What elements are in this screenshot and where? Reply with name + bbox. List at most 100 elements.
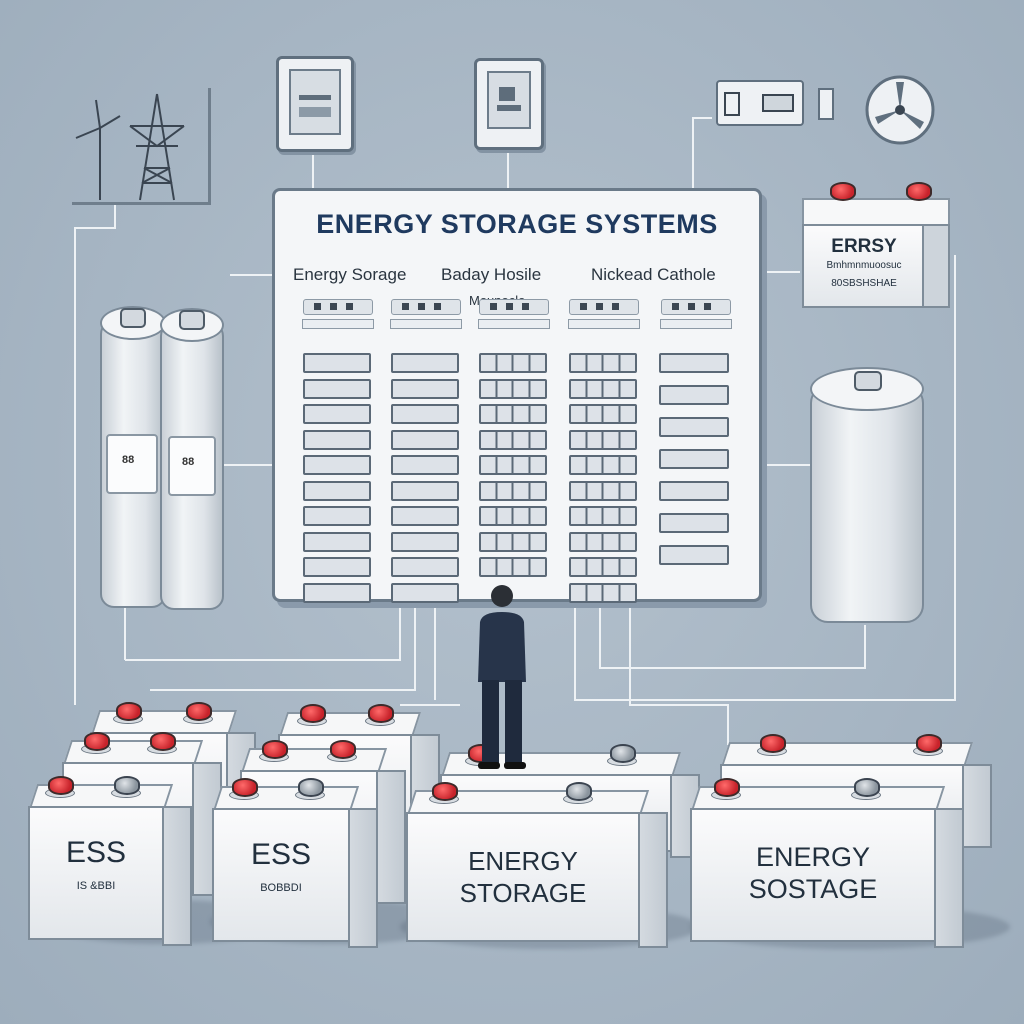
battery-cell <box>303 455 371 475</box>
battery-cell <box>303 429 371 450</box>
cylinder-label-right: 88 <box>182 456 195 468</box>
terminal-negative <box>298 778 324 797</box>
wire-left-outer <box>74 205 116 705</box>
terminal-positive <box>48 776 74 795</box>
terminal-positive <box>84 732 110 751</box>
terminal-positive <box>432 782 458 801</box>
terminal-positive <box>368 704 394 723</box>
battery-cell <box>303 582 371 603</box>
terminal-positive <box>760 734 786 753</box>
terminal-positive <box>262 740 288 759</box>
wire-left-inner <box>124 600 401 661</box>
module-tray <box>660 319 732 329</box>
battery-cell <box>303 480 371 501</box>
terminal-positive <box>186 702 212 721</box>
battery-sublabel: BOBBDI <box>260 882 302 894</box>
control-box-icon <box>716 80 804 126</box>
wind-turbine-icon <box>75 99 121 200</box>
battery-cell <box>391 378 459 399</box>
module-tray <box>568 319 640 329</box>
right-top-battery: ERRSY Bmhmnmuoosuc 80SBSHSHAE <box>802 182 950 308</box>
power-tower-icon <box>129 93 185 201</box>
switch-icon <box>818 88 834 120</box>
terminal-positive <box>830 182 856 201</box>
battery-label-line2: SOSTAGE <box>748 874 878 904</box>
battery-cell <box>303 506 371 526</box>
battery-cell <box>391 506 459 526</box>
battery-cell <box>391 582 459 603</box>
battery-cell <box>659 481 729 501</box>
column-label-energy-storage: Energy Sorage <box>293 265 407 284</box>
battery-label-sub: Bmhmnmuoosuc <box>826 260 902 271</box>
battery-label: ENERGY <box>468 846 578 876</box>
wire-left-low <box>150 600 416 691</box>
column-label-battery-module: Baday Hosile <box>441 265 542 284</box>
wire-right-inner <box>599 600 866 669</box>
terminal-positive <box>714 778 740 797</box>
module-tray <box>478 319 550 329</box>
battery-cell <box>391 455 459 475</box>
battery-cell <box>303 557 371 577</box>
battery-cell <box>479 429 547 450</box>
terminal-negative <box>610 744 636 763</box>
wire-box-panel <box>692 117 712 190</box>
battery-cell <box>569 582 637 603</box>
terminal-negative <box>114 776 140 795</box>
cylinder-battery-large <box>810 367 924 623</box>
battery-label: ESS <box>250 838 312 871</box>
battery-cell <box>569 557 637 577</box>
battery-cell <box>479 531 547 552</box>
cylinder-label-left: 88 <box>122 454 135 466</box>
terminal-positive <box>916 734 942 753</box>
cylinder-battery-right: 88 <box>160 308 224 610</box>
storage-systems-panel: ENERGY STORAGE SYSTEMS Energy Sorage Bad… <box>272 188 762 603</box>
terminal-positive <box>300 704 326 723</box>
battery-cell <box>659 353 729 373</box>
battery-cell <box>479 506 547 526</box>
battery-label-line2: STORAGE <box>459 878 587 908</box>
battery-cell <box>479 404 547 424</box>
module-header <box>569 299 639 315</box>
module-tray <box>302 319 374 329</box>
battery-cell <box>479 378 547 399</box>
power-source-frame <box>72 88 211 205</box>
battery-cell <box>479 353 547 373</box>
battery-unit: ESS BOBBDI <box>212 778 378 948</box>
module-header <box>303 299 373 315</box>
battery-cell <box>569 429 637 450</box>
terminal-negative <box>854 778 880 797</box>
fan-icon <box>865 75 935 145</box>
battery-cell <box>303 378 371 399</box>
battery-cell <box>479 557 547 577</box>
terminal-positive <box>116 702 142 721</box>
battery-sublabel: IS &BBI <box>76 880 116 892</box>
battery-cell <box>569 378 637 399</box>
module-header <box>391 299 461 315</box>
terminal-positive <box>906 182 932 201</box>
businessman-figure <box>478 585 526 769</box>
battery-cell <box>391 557 459 577</box>
terminal-positive <box>150 732 176 751</box>
battery-cell <box>569 480 637 501</box>
module-header <box>661 299 731 315</box>
wire-right-outer <box>574 255 956 701</box>
terminal-positive <box>330 740 356 759</box>
wire-center-left <box>400 600 460 706</box>
battery-cell <box>391 480 459 501</box>
battery-cell <box>391 404 459 424</box>
battery-cell <box>569 455 637 475</box>
battery-cell <box>569 404 637 424</box>
battery-cell <box>391 429 459 450</box>
battery-cell <box>303 531 371 552</box>
wire-right-low <box>629 600 729 745</box>
battery-cell <box>391 531 459 552</box>
battery-cell <box>391 353 459 373</box>
battery-cell <box>303 404 371 424</box>
battery-cell <box>479 455 547 475</box>
battery-cell <box>659 513 729 533</box>
